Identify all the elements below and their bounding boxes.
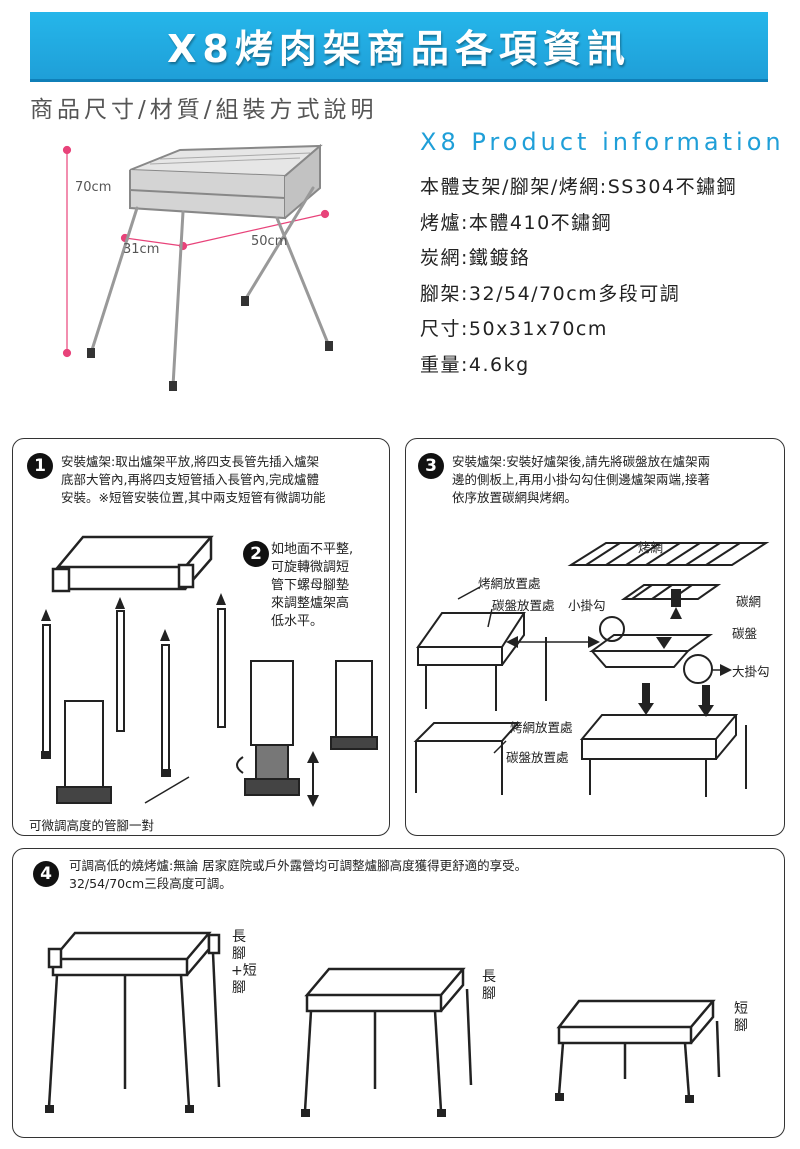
step-1-line-1: 安裝爐架:取出爐架平放,將四支長管先插入爐架 xyxy=(61,454,320,469)
product-info: X8 Product information 本體支架/腳架/烤網:SS304不… xyxy=(420,128,785,383)
step-4-panel: 4 可調高低的燒烤爐:無論 居家庭院或戶外露營均可調整爐腳高度獲得更舒適的享受。… xyxy=(12,848,785,1138)
step-1-number: 1 xyxy=(27,453,53,479)
step-2-line-1: 如地面不平整, xyxy=(271,542,354,557)
step-3-panel: 3 安裝爐架:安裝好爐架後,請先將碳盤放在爐架兩 邊的側板上,再用小掛勾勾住側邊… xyxy=(405,438,785,836)
page-title: X8烤肉架商品各項資訊 xyxy=(167,27,631,71)
label-long-short-legs: 長腳+短腳 xyxy=(231,929,257,996)
product-photo: 70cm 31cm 50cm xyxy=(55,128,355,413)
spec-material: 本體支架/腳架/烤網:SS304不鏽鋼 xyxy=(420,176,738,198)
step-2-line-2: 可旋轉微調短 xyxy=(271,560,350,575)
step-4-line-2: 32/54/70cm三段高度可調。 xyxy=(69,876,232,891)
step-2-line-5: 低水平。 xyxy=(271,614,324,629)
dimension-width: 50cm xyxy=(251,234,288,249)
step-3-line-1: 安裝爐架:安裝好爐架後,請先將碳盤放在爐架兩 xyxy=(452,454,711,469)
label-big-hook: 大掛勾 xyxy=(732,664,770,679)
info-title: X8 Product information xyxy=(420,128,785,156)
label-short-legs: 短腳 xyxy=(734,1001,748,1034)
dimension-depth: 31cm xyxy=(123,242,160,257)
step-1-panel: 1 安裝爐架:取出爐架平放,將四支長管先插入爐架 底部大管內,再將四支短管插入長… xyxy=(12,438,390,836)
label-grill-net-place-2: 烤網放置處 xyxy=(510,720,573,735)
label-carbon-net: 碳網 xyxy=(736,594,762,609)
page-subtitle: 商品尺寸/材質/組裝方式說明 xyxy=(30,97,378,123)
title-banner: X8烤肉架商品各項資訊 xyxy=(30,12,768,82)
step-4-line-1: 可調高低的燒烤爐:無論 居家庭院或戶外露營均可調整爐腳高度獲得更舒適的享受。 xyxy=(69,858,528,873)
step-1-line-3: 安裝。※短管安裝位置,其中兩支短管有微調功能 xyxy=(61,490,326,505)
dimension-height: 70cm xyxy=(75,180,112,195)
step-4-number: 4 xyxy=(33,861,59,887)
step-4-text: 可調高低的燒烤爐:無論 居家庭院或戶外露營均可調整爐腳高度獲得更舒適的享受。 3… xyxy=(69,857,527,893)
label-tray-place: 碳盤放置處 xyxy=(492,598,555,613)
spec-carbon-net: 炭網:鐵鍍鉻 xyxy=(420,247,531,269)
spec-weight: 重量:4.6kg xyxy=(420,353,530,376)
label-grill-net: 烤網 xyxy=(638,540,664,555)
step-3-assembly-diagram xyxy=(413,542,770,797)
step-2-number: 2 xyxy=(243,541,269,567)
step-2-line-4: 來調整爐架高 xyxy=(271,596,350,611)
step-2-line-3: 管下螺母腳墊 xyxy=(271,578,350,593)
step-1-assembly-diagram xyxy=(41,535,378,807)
step-3-line-3: 依序放置碳網與烤網。 xyxy=(452,490,578,505)
label-grill-net-place: 烤網放置處 xyxy=(478,576,541,591)
height-options-diagram xyxy=(45,931,721,1117)
step-2-text: 如地面不平整, 可旋轉微調短 管下螺母腳墊 來調整爐架高 低水平。 xyxy=(271,541,353,631)
label-carbon-tray: 碳盤 xyxy=(732,626,758,641)
step-1-caption: 可微調高度的管腳一對 xyxy=(29,818,155,833)
step-1-text: 安裝爐架:取出爐架平放,將四支長管先插入爐架 底部大管內,再將四支短管插入長管內… xyxy=(61,453,325,507)
spec-legs: 腳架:32/54/70cm多段可調 xyxy=(420,282,681,305)
label-long-legs: 長腳 xyxy=(482,969,496,1002)
label-small-hook: 小掛勾 xyxy=(568,598,606,613)
spec-stove: 烤爐:本體410不鏽鋼 xyxy=(420,211,613,234)
label-tray-place-2: 碳盤放置處 xyxy=(506,750,569,765)
grill-illustration xyxy=(62,143,333,391)
step-3-number: 3 xyxy=(418,453,444,479)
step-1-line-2: 底部大管內,再將四支短管插入長管內,完成爐體 xyxy=(61,472,319,487)
step-3-text: 安裝爐架:安裝好爐架後,請先將碳盤放在爐架兩 邊的側板上,再用小掛勾勾住側邊爐架… xyxy=(452,453,710,507)
spec-size: 尺寸:50x31x70cm xyxy=(420,318,608,340)
step-3-line-2: 邊的側板上,再用小掛勾勾住側邊爐架兩端,接著 xyxy=(452,472,710,487)
